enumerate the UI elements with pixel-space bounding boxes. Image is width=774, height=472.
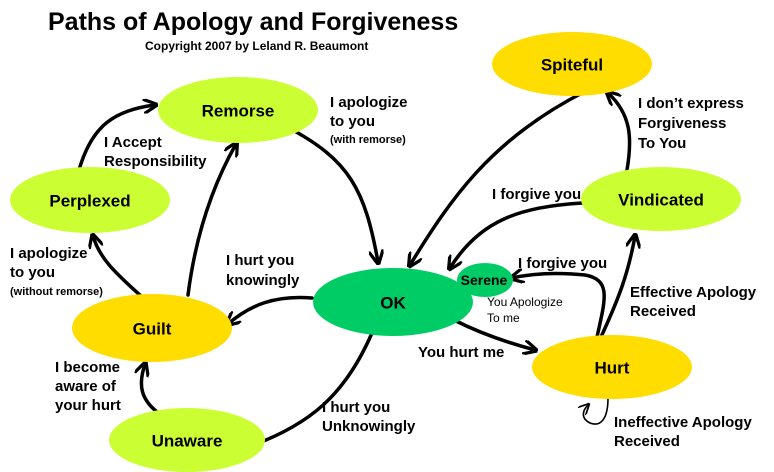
edge-ok-to-guilt	[228, 295, 314, 324]
svg-text:(with remorse): (with remorse)	[330, 134, 406, 146]
svg-text:I become: I become	[55, 359, 120, 376]
node-unaware-label: Unaware	[152, 432, 223, 451]
label-ineffective-apology: Ineffective Apology Received	[614, 414, 752, 450]
node-perplexed[interactable]: Perplexed	[10, 167, 170, 233]
svg-text:knowingly: knowingly	[226, 272, 300, 289]
node-remorse[interactable]: Remorse	[158, 77, 318, 143]
node-hurt-label: Hurt	[595, 359, 630, 378]
node-guilt[interactable]: Guilt	[72, 294, 232, 362]
copyright-text: Copyright 2007 by Leland R. Beaumont	[145, 39, 368, 53]
svg-text:Received: Received	[614, 433, 680, 450]
node-remorse-shape	[158, 77, 318, 143]
svg-text:I forgive you: I forgive you	[518, 255, 607, 272]
edge-unaware-to-guilt	[141, 364, 163, 417]
edge-vindicated-to-ok	[450, 201, 584, 268]
node-perplexed-shape	[10, 167, 170, 233]
node-serene-shape	[457, 263, 513, 297]
svg-text:to you: to you	[330, 113, 375, 130]
edge-hurt-to-serene	[512, 274, 606, 339]
svg-text:your hurt: your hurt	[55, 397, 121, 414]
label-effective-apology: Effective Apology Received	[630, 284, 757, 320]
svg-text:I Accept: I Accept	[104, 134, 162, 151]
label-forgive-from-vindicated: I forgive you	[492, 186, 581, 203]
label-hurt-knowingly: I hurt you knowingly	[226, 252, 300, 289]
svg-text:You Apologize: You Apologize	[487, 295, 563, 309]
svg-text:You hurt me: You hurt me	[418, 344, 504, 361]
svg-text:I apologize: I apologize	[330, 94, 408, 111]
edge-spiteful-to-ok	[410, 90, 586, 265]
node-vindicated-shape	[581, 167, 741, 231]
edge-guilt-to-remorse	[186, 144, 236, 297]
node-hurt[interactable]: Hurt	[532, 335, 692, 399]
edge-hurt-to-vindicated	[599, 236, 635, 339]
svg-text:I don’t express: I don’t express	[638, 95, 744, 112]
label-accept-responsibility: I Accept Responsibility	[104, 134, 207, 170]
node-spiteful-label: Spiteful	[541, 56, 603, 75]
svg-text:I forgive you: I forgive you	[492, 186, 581, 203]
svg-text:aware of: aware of	[55, 378, 117, 395]
label-apologize-without-remorse: I apologize to you (without remorse)	[10, 245, 103, 298]
node-remorse-label: Remorse	[202, 102, 275, 121]
edge-vindicated-to-spiteful	[608, 93, 632, 172]
svg-text:I hurt you: I hurt you	[226, 252, 294, 269]
label-hurt-unknowingly: I hurt you Unknowingly	[322, 399, 416, 435]
svg-text:Received: Received	[630, 303, 696, 320]
node-spiteful[interactable]: Spiteful	[492, 32, 652, 96]
node-perplexed-label: Perplexed	[49, 192, 130, 211]
svg-text:(without remorse): (without remorse)	[10, 286, 103, 298]
svg-text:Effective Apology: Effective Apology	[630, 284, 757, 301]
label-become-aware: I become aware of your hurt	[55, 359, 121, 414]
node-ok[interactable]: OK	[313, 268, 473, 336]
svg-text:Unknowingly: Unknowingly	[322, 418, 416, 435]
edge-ok-to-hurt	[454, 319, 535, 350]
edge-hurt-self-loop	[583, 397, 609, 425]
svg-text:Ineffective Apology: Ineffective Apology	[614, 414, 752, 431]
label-apologize-with-remorse: I apologize to you (with remorse)	[330, 94, 408, 146]
node-ok-label: OK	[380, 294, 406, 313]
svg-text:To You: To You	[638, 135, 686, 152]
node-vindicated-label: Vindicated	[618, 191, 704, 210]
node-serene[interactable]: Serene	[457, 263, 513, 297]
label-you-apologize: You Apologize To me	[487, 295, 563, 325]
node-hurt-shape	[532, 335, 692, 399]
label-dont-express: I don’t express Forgiveness To You	[638, 95, 744, 152]
node-guilt-label: Guilt	[133, 320, 172, 339]
svg-text:Responsibility: Responsibility	[104, 153, 207, 170]
node-vindicated[interactable]: Vindicated	[581, 167, 741, 231]
edge-guilt-to-perplexed	[93, 236, 144, 299]
svg-text:to you: to you	[10, 264, 55, 281]
diagram-title: Paths of Apology and Forgiveness	[48, 8, 458, 36]
edge-ok-to-unaware	[248, 331, 374, 447]
svg-text:To me: To me	[487, 311, 520, 325]
edge-perplexed-to-remorse	[77, 105, 155, 172]
node-ok-shape	[313, 268, 473, 336]
svg-text:I apologize: I apologize	[10, 245, 88, 262]
node-guilt-shape	[72, 294, 232, 362]
node-serene-label: Serene	[461, 272, 508, 288]
label-forgive-from-hurt: I forgive you	[518, 255, 607, 272]
svg-text:I hurt you: I hurt you	[322, 399, 390, 416]
svg-text:Forgiveness: Forgiveness	[638, 115, 726, 132]
node-unaware[interactable]: Unaware	[109, 408, 265, 472]
edge-remorse-to-ok	[285, 125, 378, 262]
label-you-hurt-me: You hurt me	[418, 344, 504, 361]
node-unaware-shape	[109, 408, 265, 472]
node-spiteful-shape	[492, 32, 652, 96]
